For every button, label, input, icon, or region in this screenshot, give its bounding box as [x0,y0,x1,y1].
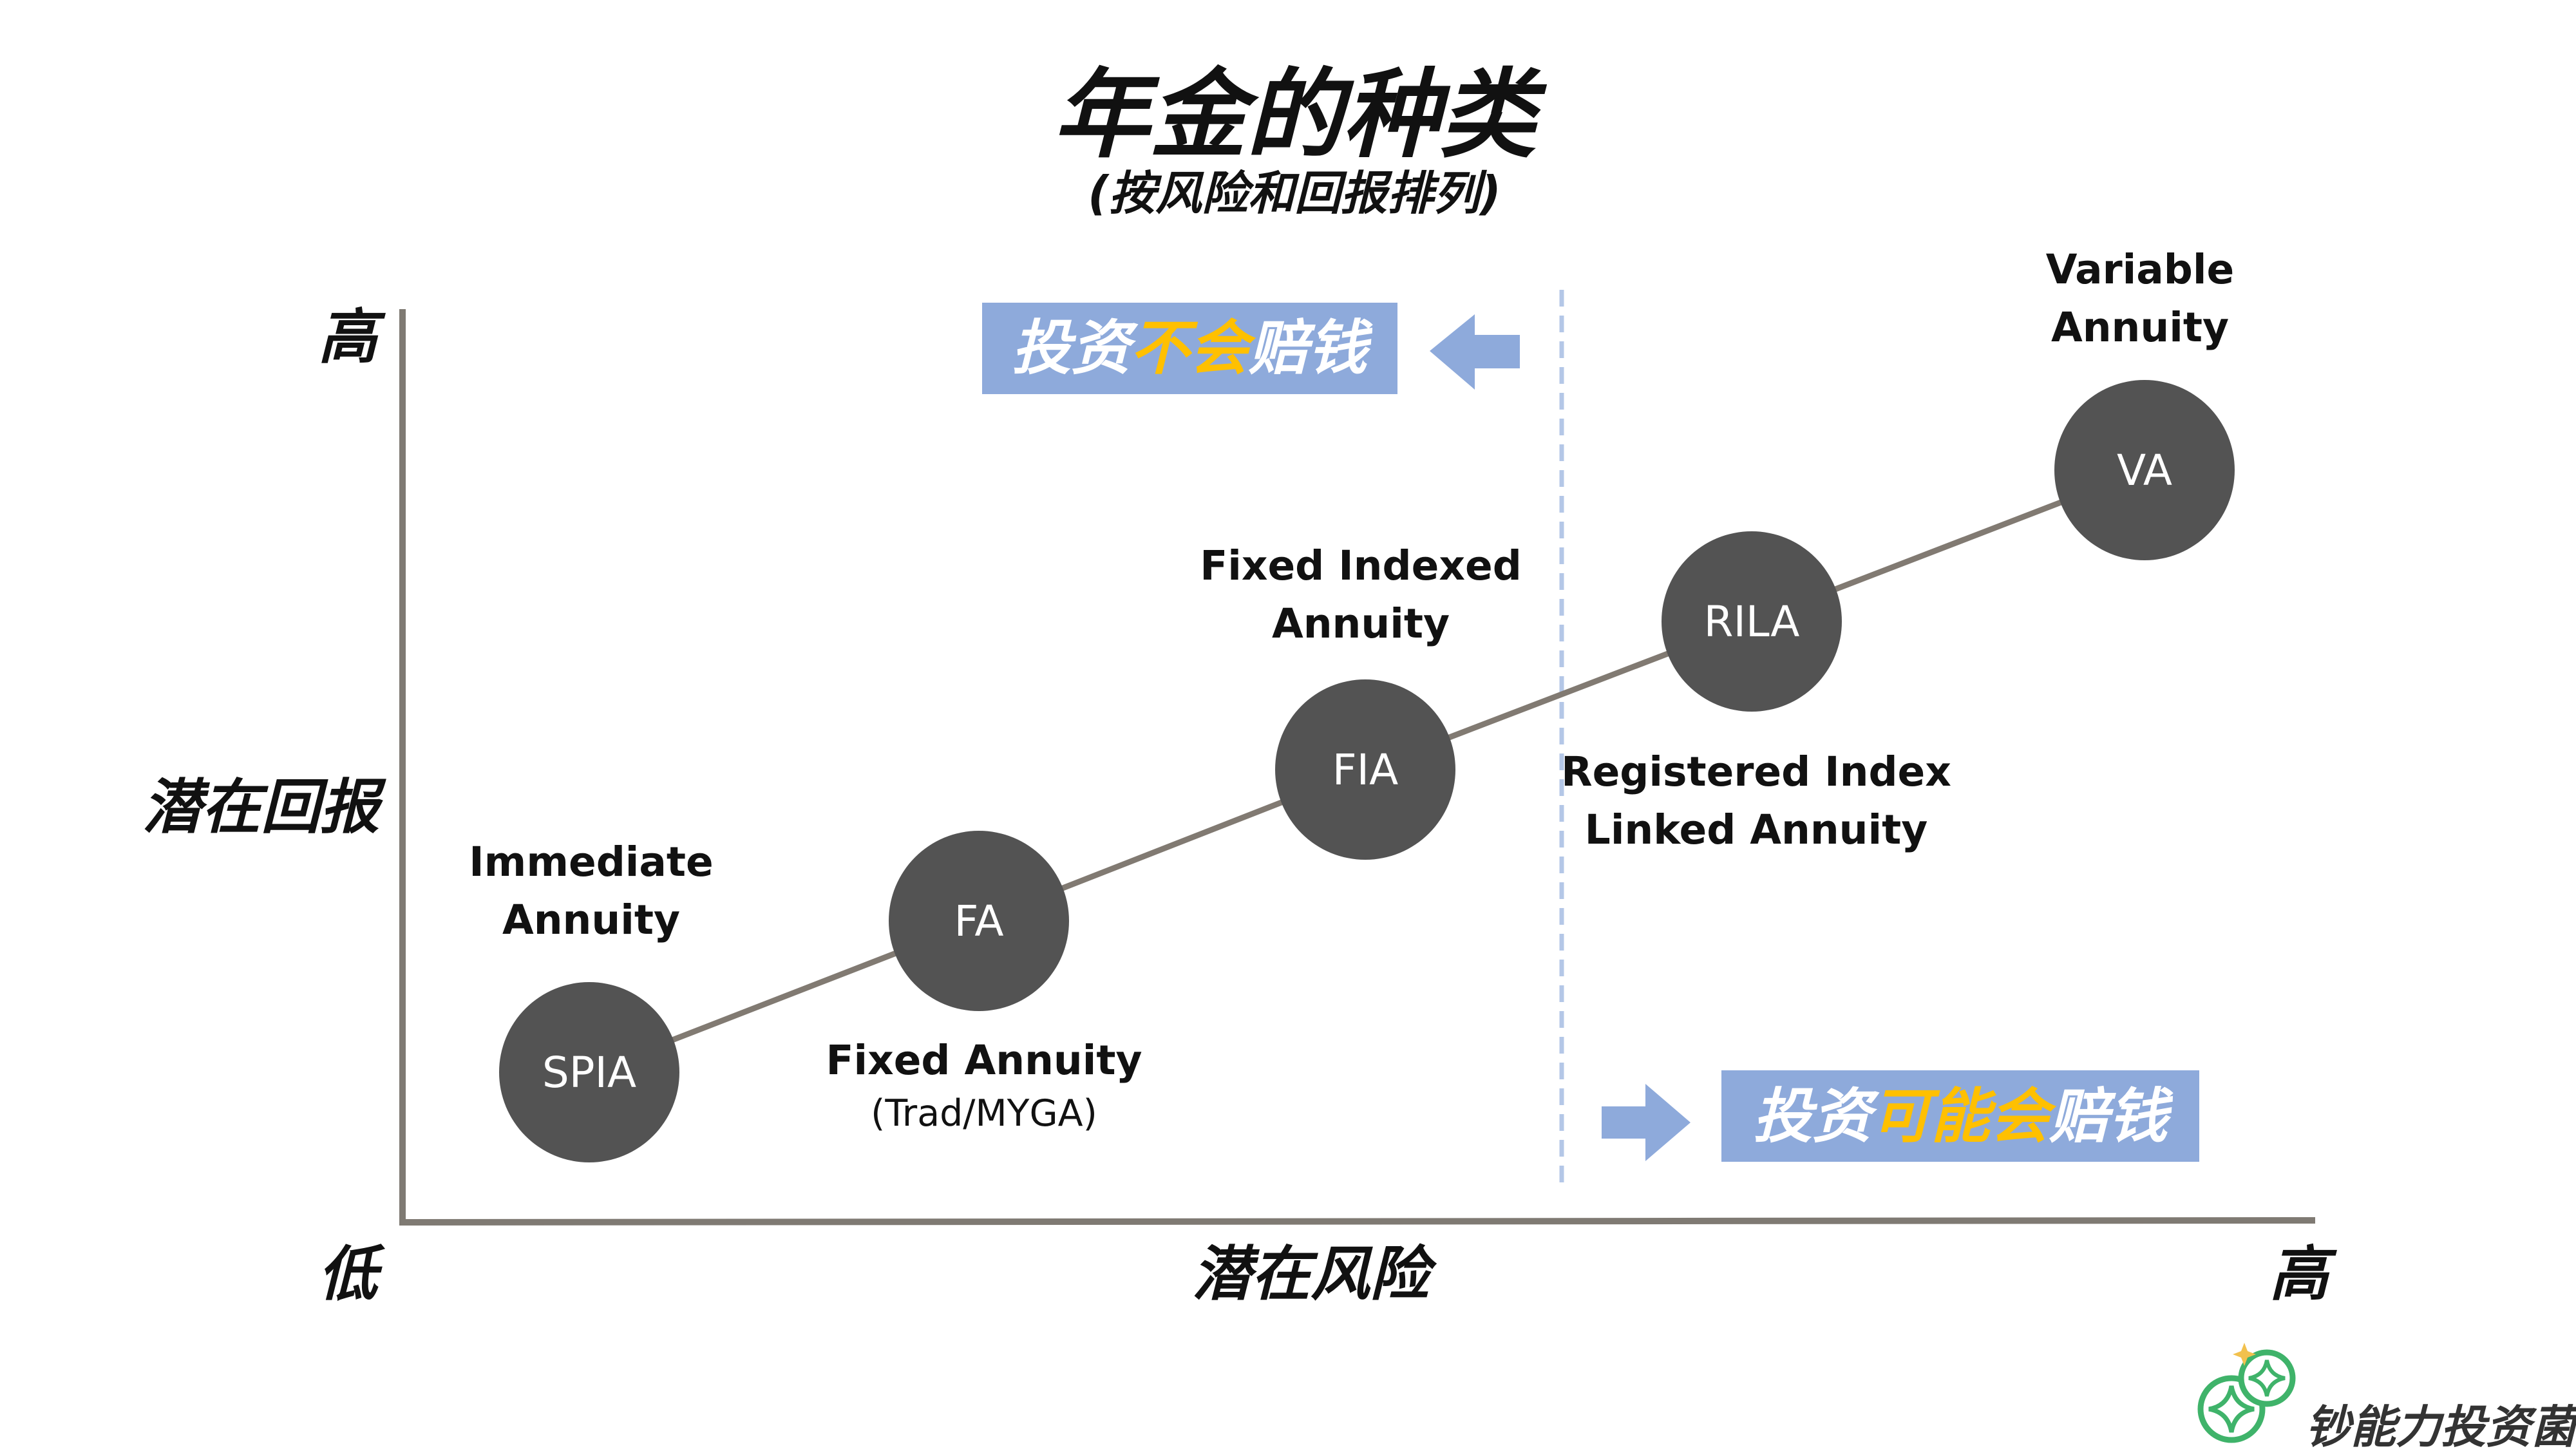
label-fa-note: (Trad/MYGA) [871,1092,1097,1135]
diagram-title: 年金的种类 [1053,59,1548,171]
node-spia: SPIA [499,982,679,1162]
x-axis [399,1217,2316,1226]
label-va-line1: Variable [2046,246,2234,293]
label-fia-line1: Fixed Indexed [1200,542,1522,589]
node-rila-circle [1662,531,1842,712]
node-va-abbr: VA [2117,446,2172,495]
banner-no-loss: 投资不会赔钱 [982,303,1520,394]
y-axis-high-label: 高 [318,303,386,372]
node-fa-abbr: FA [954,896,1003,946]
brand-watermark: 钞能力投资菌 [2197,1343,2576,1449]
label-fia-line2: Annuity [1272,600,1450,647]
node-fa: FA [889,831,1069,1011]
node-spia-circle [499,982,679,1162]
node-rila-abbr: RILA [1704,597,1800,647]
label-fa-line1: Fixed Annuity [826,1037,1142,1084]
label-rila-line1: Registered Index [1561,748,1951,795]
banner-no-loss-bg [982,303,1397,394]
node-fa-circle [889,831,1069,1011]
x-axis-title: 潜在风险 [1192,1240,1437,1309]
node-fia-circle [1275,679,1455,860]
coins-logo-icon [2197,1343,2296,1443]
banner-no-loss-text: 投资不会赔钱 [1012,314,1373,383]
banner-may-lose: 投资可能会赔钱 [1602,1070,2199,1162]
arrow-right-icon [1602,1084,1690,1161]
x-axis-low-label: 低 [318,1240,386,1309]
x-axis-high-label: 高 [2269,1240,2337,1309]
label-spia-line2: Annuity [502,896,680,943]
brand-name: 钞能力投资菌 [2306,1401,2576,1449]
banner-may-lose-bg [1721,1070,2199,1162]
node-rila: RILA [1662,531,1842,712]
node-va: VA [2054,380,2235,560]
label-spia-line1: Immediate [469,838,714,886]
label-rila-line2: Linked Annuity [1585,806,1928,853]
node-va-circle [2054,380,2235,560]
node-fia-abbr: FIA [1332,745,1399,795]
banner-may-lose-text: 投资可能会赔钱 [1753,1082,2174,1151]
y-axis-title: 潜在回报 [142,773,386,842]
node-fia: FIA [1275,679,1455,860]
diagram-subtitle: (按风险和回报排列) [1088,166,1501,220]
node-spia-abbr: SPIA [542,1048,636,1097]
label-va-line2: Annuity [2051,304,2229,351]
arrow-left-icon [1430,314,1520,390]
